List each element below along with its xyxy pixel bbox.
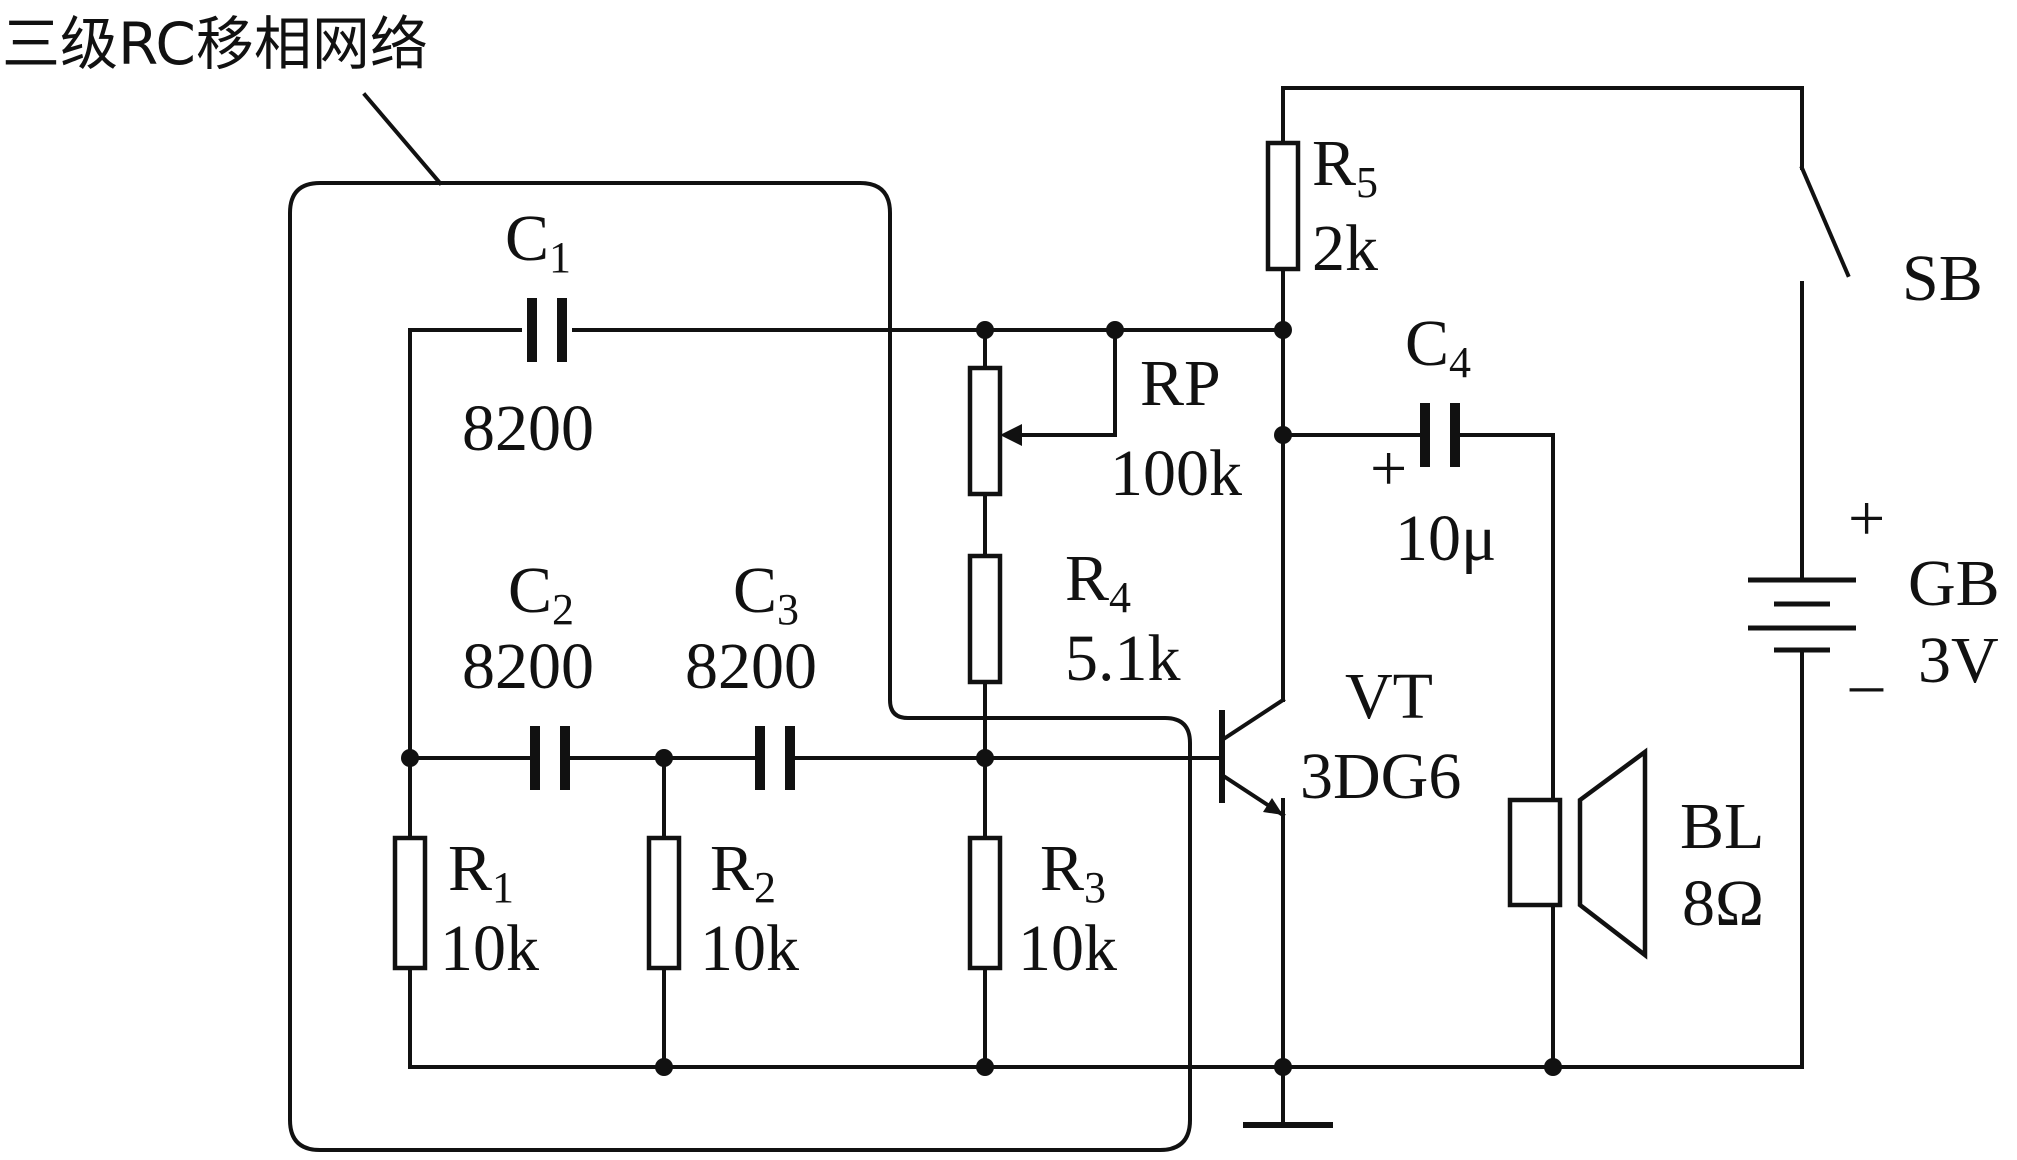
c4-value: 10μ: [1395, 502, 1496, 575]
r2-value: 10k: [700, 912, 799, 985]
gb-minus: –: [1849, 647, 1884, 720]
c4-label: C4: [1405, 307, 1471, 387]
resistor-r2: [646, 835, 682, 971]
r2-label: R2: [710, 832, 776, 912]
transistor-vt: [1219, 697, 1286, 1069]
bl-value: 8Ω: [1682, 867, 1764, 940]
r5-value: 2k: [1312, 212, 1378, 285]
junction-dots: [401, 321, 1562, 1076]
vt-label: VT: [1345, 660, 1433, 733]
rc-network-outline: [288, 181, 1192, 1152]
c1-label: C1: [505, 202, 571, 282]
battery-gb: [1748, 577, 1856, 653]
c2-label: C2: [508, 554, 574, 634]
title-pointer-line: [362, 92, 443, 186]
r3-label: R3: [1040, 832, 1106, 912]
capacitor-c4: [1420, 403, 1460, 467]
c3-value: 8200: [685, 630, 817, 703]
capacitor-c1: [527, 298, 567, 362]
gb-plus: +: [1848, 482, 1885, 555]
c1-value: 8200: [462, 392, 594, 465]
rp-wiper-arrow: [1000, 424, 1022, 446]
r4-label: R4: [1065, 542, 1131, 622]
c4-polarity: +: [1370, 432, 1407, 505]
rp-label: RP: [1140, 347, 1221, 420]
r3-value: 10k: [1018, 912, 1117, 985]
resistor-r1: [392, 835, 428, 971]
c2-value: 8200: [462, 630, 594, 703]
potentiometer-rp: [967, 365, 1003, 497]
resistor-r3: [967, 835, 1003, 971]
resistor-r5: [1265, 140, 1301, 272]
bl-label: BL: [1680, 790, 1764, 863]
capacitor-c2: [530, 726, 570, 790]
vt-value: 3DG6: [1300, 740, 1461, 813]
capacitor-c3: [755, 726, 795, 790]
r4-value: 5.1k: [1065, 622, 1181, 695]
c3-label: C3: [733, 554, 799, 634]
speaker-bl: [1507, 747, 1648, 960]
r1-label: R1: [448, 832, 514, 912]
rp-value: 100k: [1110, 437, 1242, 510]
network-title: 三级RC移相网络: [2, 10, 428, 78]
gb-label: GB: [1908, 547, 2000, 620]
r1-value: 10k: [440, 912, 539, 985]
resistor-r4: [967, 553, 1003, 685]
sb-label: SB: [1902, 242, 1983, 315]
r5-label: R5: [1312, 127, 1378, 207]
gb-value: 3V: [1918, 624, 1999, 697]
